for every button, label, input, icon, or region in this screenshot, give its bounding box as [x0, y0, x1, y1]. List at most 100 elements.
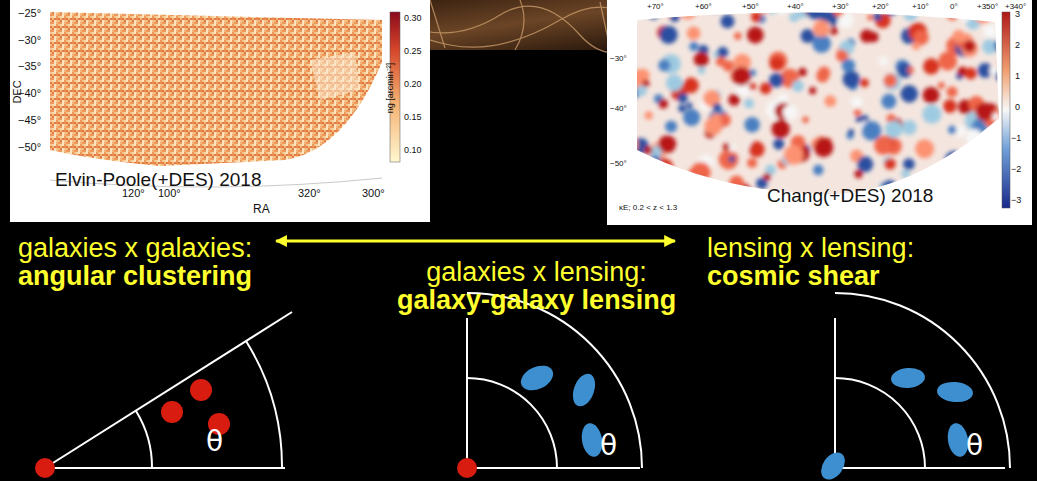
sheared-galaxies	[816, 367, 974, 481]
blob	[958, 68, 966, 76]
blob	[813, 165, 824, 176]
survey-footprint	[50, 12, 382, 166]
blob	[679, 1, 698, 20]
blob	[744, 98, 754, 108]
blob	[907, 67, 914, 74]
panel-ground	[607, 0, 1032, 225]
blob	[884, 158, 895, 169]
blob	[686, 102, 692, 108]
wedge-ggl	[467, 293, 642, 468]
axis-label: 120°	[122, 188, 145, 199]
blob	[798, 68, 807, 77]
blob	[622, 20, 633, 31]
blob	[774, 0, 788, 14]
blob	[666, 74, 683, 91]
axis-label: RA	[253, 203, 270, 215]
blob	[802, 116, 809, 123]
galaxy-dots	[35, 379, 230, 478]
blob	[931, 0, 948, 16]
axis-label: +10°	[912, 3, 929, 11]
axis-label: 0	[1015, 103, 1020, 112]
map-ground	[607, 0, 1032, 225]
blob	[658, 135, 676, 153]
blob	[744, 117, 760, 133]
blob	[760, 83, 772, 95]
axis-label: −3	[1011, 196, 1021, 205]
blob	[972, 173, 983, 184]
blob	[723, 143, 730, 150]
blob	[806, 0, 825, 19]
heading-bold: cosmic shear	[707, 262, 914, 290]
map-panel: Chang(+DES) 2018κE; 0.2 < z < 1.3+70°+60…	[607, 0, 1032, 225]
blob	[881, 94, 896, 109]
blob	[809, 87, 816, 94]
blob	[902, 120, 917, 135]
blob	[862, 121, 882, 141]
blob	[654, 158, 673, 177]
blob	[983, 24, 997, 38]
blob	[809, 0, 825, 13]
blob	[678, 93, 688, 103]
blob	[854, 109, 861, 116]
blob	[969, 153, 980, 164]
blob	[769, 52, 788, 71]
blob	[734, 32, 742, 40]
heading-group: galaxies x lensing:galaxy-galaxy lensing	[397, 258, 676, 315]
heading: lensing x lensing:	[707, 234, 914, 262]
angle-label: θ	[206, 428, 223, 456]
axis-label: ng [arcmin⁻²]	[386, 63, 395, 114]
blob	[851, 97, 862, 108]
blob	[751, 12, 761, 22]
blob	[660, 26, 678, 44]
blob	[683, 109, 700, 126]
blob	[733, 183, 751, 201]
axis-label: 0.20	[404, 80, 422, 89]
blob	[670, 12, 680, 22]
blob	[689, 42, 698, 51]
blob	[857, 156, 873, 172]
blob	[694, 52, 709, 67]
blob	[713, 103, 721, 111]
axis-label: −40°	[610, 105, 627, 113]
axis-label: −45°	[18, 115, 41, 126]
blob	[938, 52, 957, 71]
heading-bold: angular clustering	[18, 262, 252, 290]
blob	[773, 139, 784, 150]
blob	[683, 78, 699, 94]
figure-credit: Chang(+DES) 2018	[767, 186, 933, 205]
blob	[966, 129, 983, 146]
axis-label: −30°	[18, 35, 41, 46]
blob	[678, 105, 686, 113]
kappa-blobs	[619, 0, 1013, 206]
heading-group: galaxies x galaxies:angular clustering	[18, 234, 252, 291]
blob	[922, 105, 941, 124]
axis-label: −50°	[610, 160, 627, 168]
heading-group: lensing x lensing:cosmic shear	[707, 234, 914, 291]
blob	[813, 20, 830, 37]
blob	[943, 99, 957, 113]
blob	[969, 168, 985, 184]
blob	[665, 120, 677, 132]
axis-label: 320°	[298, 188, 321, 199]
heading-bold: galaxy-galaxy lensing	[397, 286, 676, 314]
blob	[860, 79, 869, 88]
blob	[659, 99, 669, 109]
blob	[691, 162, 711, 182]
axis-label: 2	[1015, 41, 1020, 50]
blob	[619, 135, 638, 154]
blob	[732, 67, 751, 86]
axis-label: +350°	[977, 3, 998, 11]
blob	[963, 40, 975, 52]
blob	[975, 182, 985, 192]
blob	[947, 86, 958, 97]
blob	[643, 162, 654, 173]
blob	[868, 32, 879, 43]
axis-label: 100°	[158, 188, 181, 199]
wedge-shear	[835, 293, 1010, 468]
footprint-gap	[310, 52, 360, 100]
heading: galaxies x lensing:	[397, 258, 676, 286]
blob	[856, 117, 862, 123]
blob	[992, 113, 1000, 121]
axis-label: 0°	[950, 3, 958, 11]
blob	[769, 73, 783, 87]
